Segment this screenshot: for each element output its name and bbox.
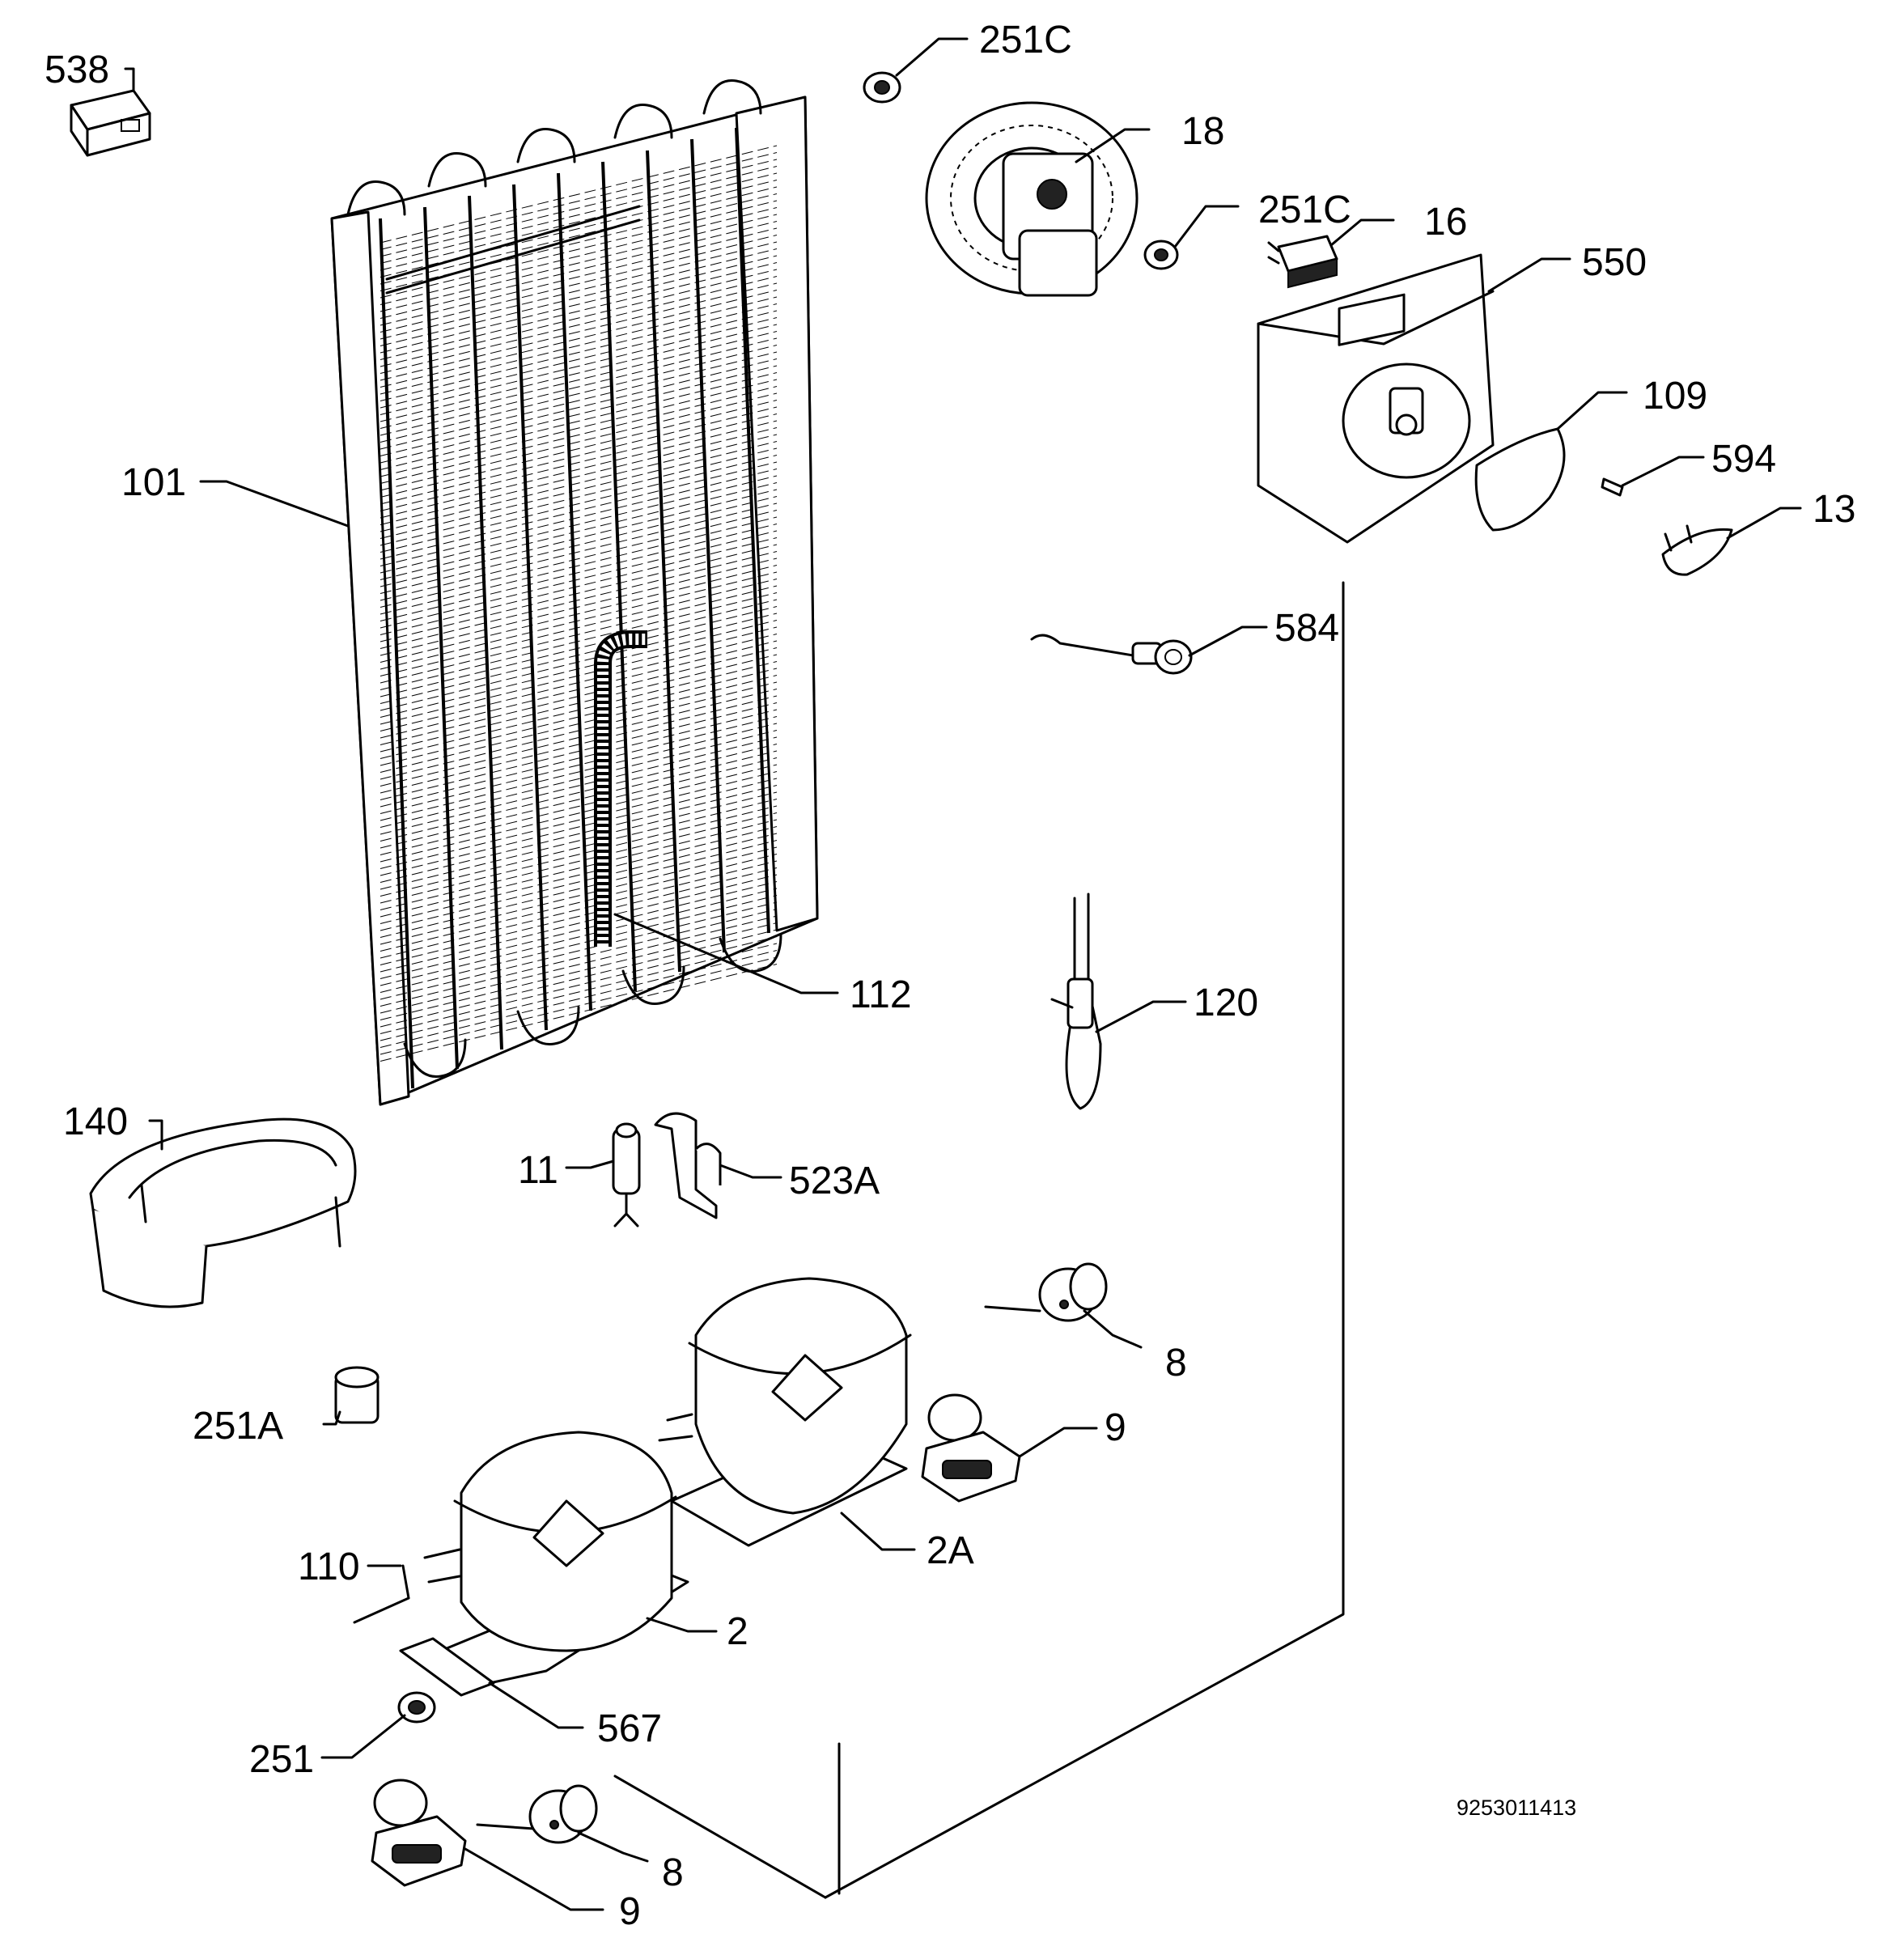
part-538-connector: [70, 89, 151, 157]
label-538: 538: [45, 49, 109, 91]
label-251: 251: [249, 1738, 314, 1781]
cabinet-outline: [613, 581, 1345, 1899]
label-109: 109: [1643, 375, 1707, 418]
part-567-plate: [399, 1637, 495, 1697]
part-140-drip-tray: [89, 1117, 357, 1308]
label-2a: 2A: [927, 1529, 974, 1572]
part-labels: 538 251C 18 251C 16 550 109 594 13 101 5…: [45, 19, 1855, 1933]
part-251c-mid-grommet: [1143, 240, 1179, 270]
part-594-pin: [1601, 477, 1624, 497]
label-13: 13: [1813, 488, 1855, 531]
part-251c-top-grommet: [863, 71, 901, 104]
part-11-valve: [612, 1122, 641, 1228]
label-16: 16: [1424, 201, 1467, 244]
part-9-upper-holder: [921, 1393, 1021, 1503]
part-9-lower-holder: [371, 1779, 467, 1887]
part-16-switch: [1267, 235, 1338, 289]
part-120-capillary: [1050, 893, 1102, 1110]
part-251-nut: [397, 1691, 436, 1724]
part-251a-grommet: [334, 1366, 380, 1424]
label-251c-mid: 251C: [1258, 189, 1351, 231]
part-110-pins: [353, 1564, 410, 1624]
part-101-condenser: [330, 79, 819, 1106]
label-251a: 251A: [193, 1405, 283, 1448]
label-567: 567: [597, 1707, 662, 1750]
label-2: 2: [727, 1610, 748, 1653]
label-584: 584: [1274, 607, 1339, 650]
label-8-upper: 8: [1165, 1342, 1187, 1384]
part-8-upper-starter: [984, 1262, 1108, 1322]
label-9-lower: 9: [619, 1890, 641, 1933]
label-110: 110: [298, 1546, 360, 1588]
label-101: 101: [121, 461, 186, 504]
part-584-sensor: [1030, 634, 1193, 675]
label-11: 11: [518, 1149, 558, 1192]
part-109-lamp-cover: [1474, 427, 1566, 532]
label-140: 140: [63, 1100, 128, 1143]
part-18-fan-motor: [925, 101, 1139, 297]
label-550: 550: [1582, 241, 1647, 284]
part-2-compressor: [423, 1431, 689, 1685]
label-9-upper: 9: [1105, 1406, 1126, 1449]
leader-lines: [124, 37, 1802, 1911]
label-18: 18: [1181, 110, 1224, 153]
label-120: 120: [1194, 982, 1258, 1024]
part-8-lower-starter: [476, 1784, 598, 1844]
part-13-bracket: [1661, 524, 1733, 576]
part-2a-compressor: [658, 1277, 912, 1547]
part-112-coil-tube: [594, 630, 647, 947]
label-523a: 523A: [789, 1160, 880, 1202]
drawing-number: 9253011413: [1457, 1796, 1576, 1820]
label-8-lower: 8: [662, 1851, 684, 1894]
label-251c-top: 251C: [979, 19, 1072, 61]
label-594: 594: [1711, 438, 1776, 481]
part-523a-bracket: [654, 1112, 722, 1219]
label-112: 112: [850, 973, 912, 1016]
part-550-lamp-housing: [1257, 253, 1495, 544]
